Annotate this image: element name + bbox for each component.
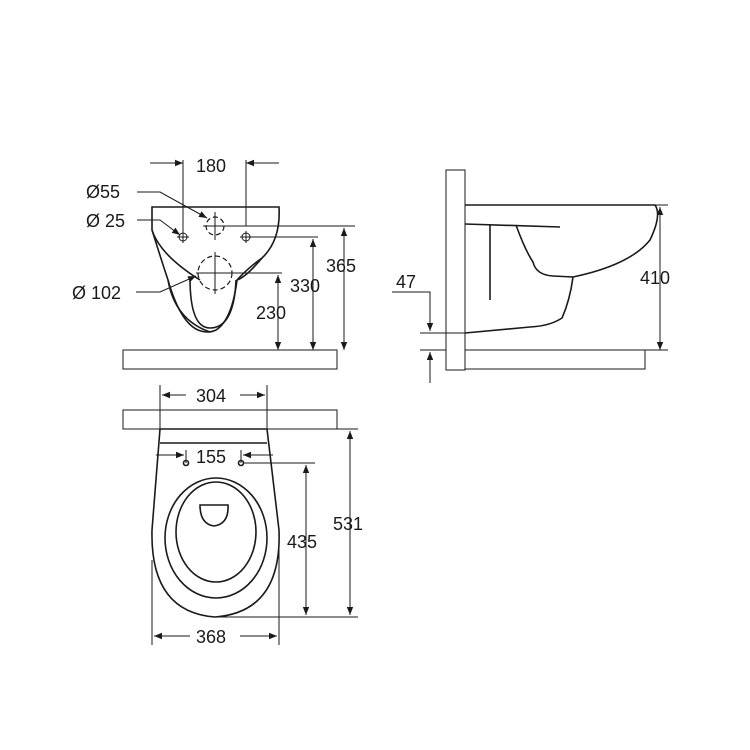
top-view: 304 155 435 531 368 xyxy=(122,385,363,647)
label-d25: Ø 25 xyxy=(86,211,125,231)
side-view: 410 47 xyxy=(392,169,670,383)
seat-outer xyxy=(164,477,268,599)
floor-hatch xyxy=(122,349,338,370)
dim-155: 155 xyxy=(196,447,226,467)
toilet-top-outline xyxy=(151,428,280,618)
front-view: 180 Ø55 Ø 25 Ø 102 230 330 365 xyxy=(72,156,356,370)
floor-hatch-side xyxy=(464,349,646,370)
flush-opening xyxy=(199,504,229,527)
dim-304: 304 xyxy=(196,386,226,406)
dim-47: 47 xyxy=(396,272,416,292)
wall-hatch xyxy=(445,169,466,371)
dim-230: 230 xyxy=(256,303,286,323)
dim-365: 365 xyxy=(326,256,356,276)
dim-368: 368 xyxy=(196,627,226,647)
dim-531: 531 xyxy=(333,514,363,534)
bowl-outline xyxy=(151,206,280,333)
seat-inner xyxy=(175,481,257,583)
wall-hatch-top xyxy=(122,409,338,430)
label-d102: Ø 102 xyxy=(72,283,121,303)
dim-410: 410 xyxy=(640,268,670,288)
label-d55: Ø55 xyxy=(86,182,120,202)
dim-435: 435 xyxy=(287,532,317,552)
dim-180: 180 xyxy=(196,156,226,176)
dim-330: 330 xyxy=(290,276,320,296)
toilet-side-outline xyxy=(464,204,659,334)
